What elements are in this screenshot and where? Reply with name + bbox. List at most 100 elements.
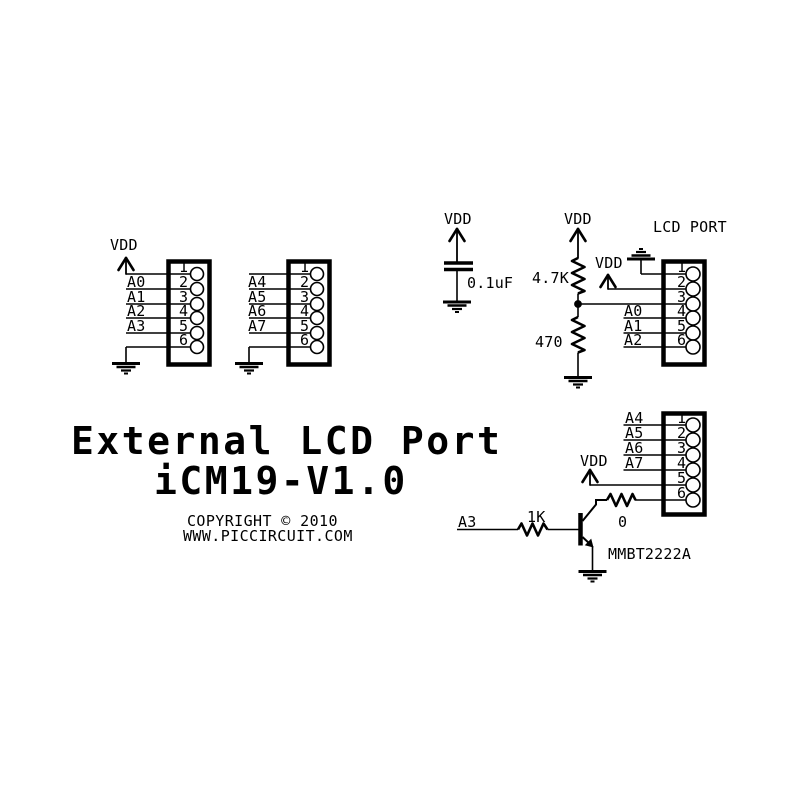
copyright-text: COPYRIGHT © 2010 [187, 512, 338, 530]
lcd-signal-a0: A0 [624, 302, 643, 320]
pad [685, 310, 701, 326]
j2-pin-number: 1 [300, 258, 310, 276]
connector-lcd-wires [578, 273, 686, 348]
j4-pin-number: 6 [677, 484, 687, 502]
j1-pin-number: 5 [179, 317, 189, 335]
j2-pin-number: 6 [300, 331, 310, 349]
j1-pin-number: 2 [179, 273, 189, 291]
j2-signal-a6: A6 [248, 302, 267, 320]
j4-signal-a7: A7 [625, 454, 644, 472]
j2-pin-number: 4 [300, 302, 310, 320]
j4-signal-a5: A5 [625, 424, 644, 442]
pad [685, 447, 701, 463]
j2-pin-number: 2 [300, 273, 310, 291]
pad [309, 296, 325, 312]
j1-pin-number: 1 [179, 258, 189, 276]
pad [685, 339, 701, 355]
resistor-icon [605, 492, 637, 508]
j1-pin-number: 6 [179, 331, 189, 349]
vdd-leg [606, 273, 617, 289]
lcd-vdd-label: VDD [595, 254, 623, 272]
connector-j1-body [166, 259, 212, 367]
lcd-signal-a2: A2 [624, 331, 643, 349]
j1-signal-a2: A2 [127, 302, 146, 320]
connector-j4-body [661, 411, 707, 517]
vdd-leg [448, 227, 459, 243]
pad [309, 266, 325, 282]
vdd-leg [576, 227, 587, 243]
connector-j1-pads [189, 266, 205, 355]
pad [685, 477, 701, 493]
j4-vdd-label: VDD [580, 452, 608, 470]
resistor-icon [516, 522, 549, 537]
j1-vdd-label: VDD [110, 236, 138, 254]
pad [189, 266, 205, 282]
lcd-pin-number: 3 [677, 288, 687, 306]
j1-signal-a3: A3 [127, 317, 146, 335]
pullup-resistor-value: 4.7K [532, 269, 569, 287]
lcd-pin-number: 4 [677, 302, 687, 320]
pad [189, 296, 205, 312]
resistor-icon [570, 315, 586, 354]
vdd-leg [117, 256, 128, 272]
j1-pin-number: 3 [179, 288, 189, 306]
j4-signal-a4: A4 [625, 409, 644, 427]
j2-signal-a4: A4 [248, 273, 267, 291]
connector-lcd-pads [685, 266, 701, 355]
vdd-arrow-icon [581, 468, 599, 486]
lcd-signal-a1: A1 [624, 317, 643, 335]
pad [685, 417, 701, 433]
lcd-pin-number: 1 [677, 258, 687, 276]
pad [309, 281, 325, 297]
capacitor-value: 0.1uF [467, 274, 514, 292]
j4-signal-a6: A6 [625, 439, 644, 457]
ground-flipped-icon [627, 248, 655, 274]
j1-pin-number: 4 [179, 302, 189, 320]
pad [189, 310, 205, 326]
vdd-arrow-icon [117, 256, 135, 275]
website-text: WWW.PICCIRCUIT.COM [183, 527, 353, 545]
lcd-pin-number: 5 [677, 317, 687, 335]
base-resistor-value: 1K [527, 508, 546, 526]
vdd-arrow-icon [448, 227, 466, 263]
vdd-leg [581, 468, 592, 484]
j2-signal-a5: A5 [248, 288, 267, 306]
pulldown-resistor-value: 470 [535, 333, 563, 351]
pad [189, 325, 205, 341]
pad [685, 325, 701, 341]
vdd-leg [569, 227, 580, 243]
j1-signal-a1: A1 [127, 288, 146, 306]
pad [685, 266, 701, 282]
j2-signal-a7: A7 [248, 317, 267, 335]
j4-pin-number: 5 [677, 469, 687, 487]
series-resistor-value: 0 [618, 513, 628, 531]
schematic-title-line1: External LCD Port [71, 419, 503, 463]
lcd-pin-number: 2 [677, 273, 687, 291]
capacitor-branch [443, 227, 473, 313]
connector-j4-wires [590, 424, 686, 501]
ground-icon [564, 376, 592, 389]
emitter-arrowhead [584, 538, 594, 548]
divider-vdd-label: VDD [564, 210, 592, 228]
npn-transistor-icon [578, 499, 607, 548]
vdd-leg [599, 273, 610, 289]
connector-lcd-body [661, 259, 707, 367]
connector-lcd-port [578, 248, 707, 367]
j4-pin-number: 4 [677, 454, 687, 472]
connector-j2 [235, 259, 332, 375]
connector-j4 [581, 411, 707, 517]
pad [309, 310, 325, 326]
vdd-leg [124, 256, 135, 272]
lcd-pin-number: 6 [677, 331, 687, 349]
connector-j2-pads [309, 266, 325, 355]
connector-j1-wires [126, 273, 191, 348]
ground-icon [112, 347, 140, 375]
pad [309, 325, 325, 341]
ground-icon [235, 347, 263, 375]
transistor-collector [581, 499, 607, 522]
resistor-icon [570, 256, 586, 295]
pad [685, 432, 701, 448]
connector-j4-pads [685, 417, 701, 508]
ground-icon [578, 570, 607, 583]
